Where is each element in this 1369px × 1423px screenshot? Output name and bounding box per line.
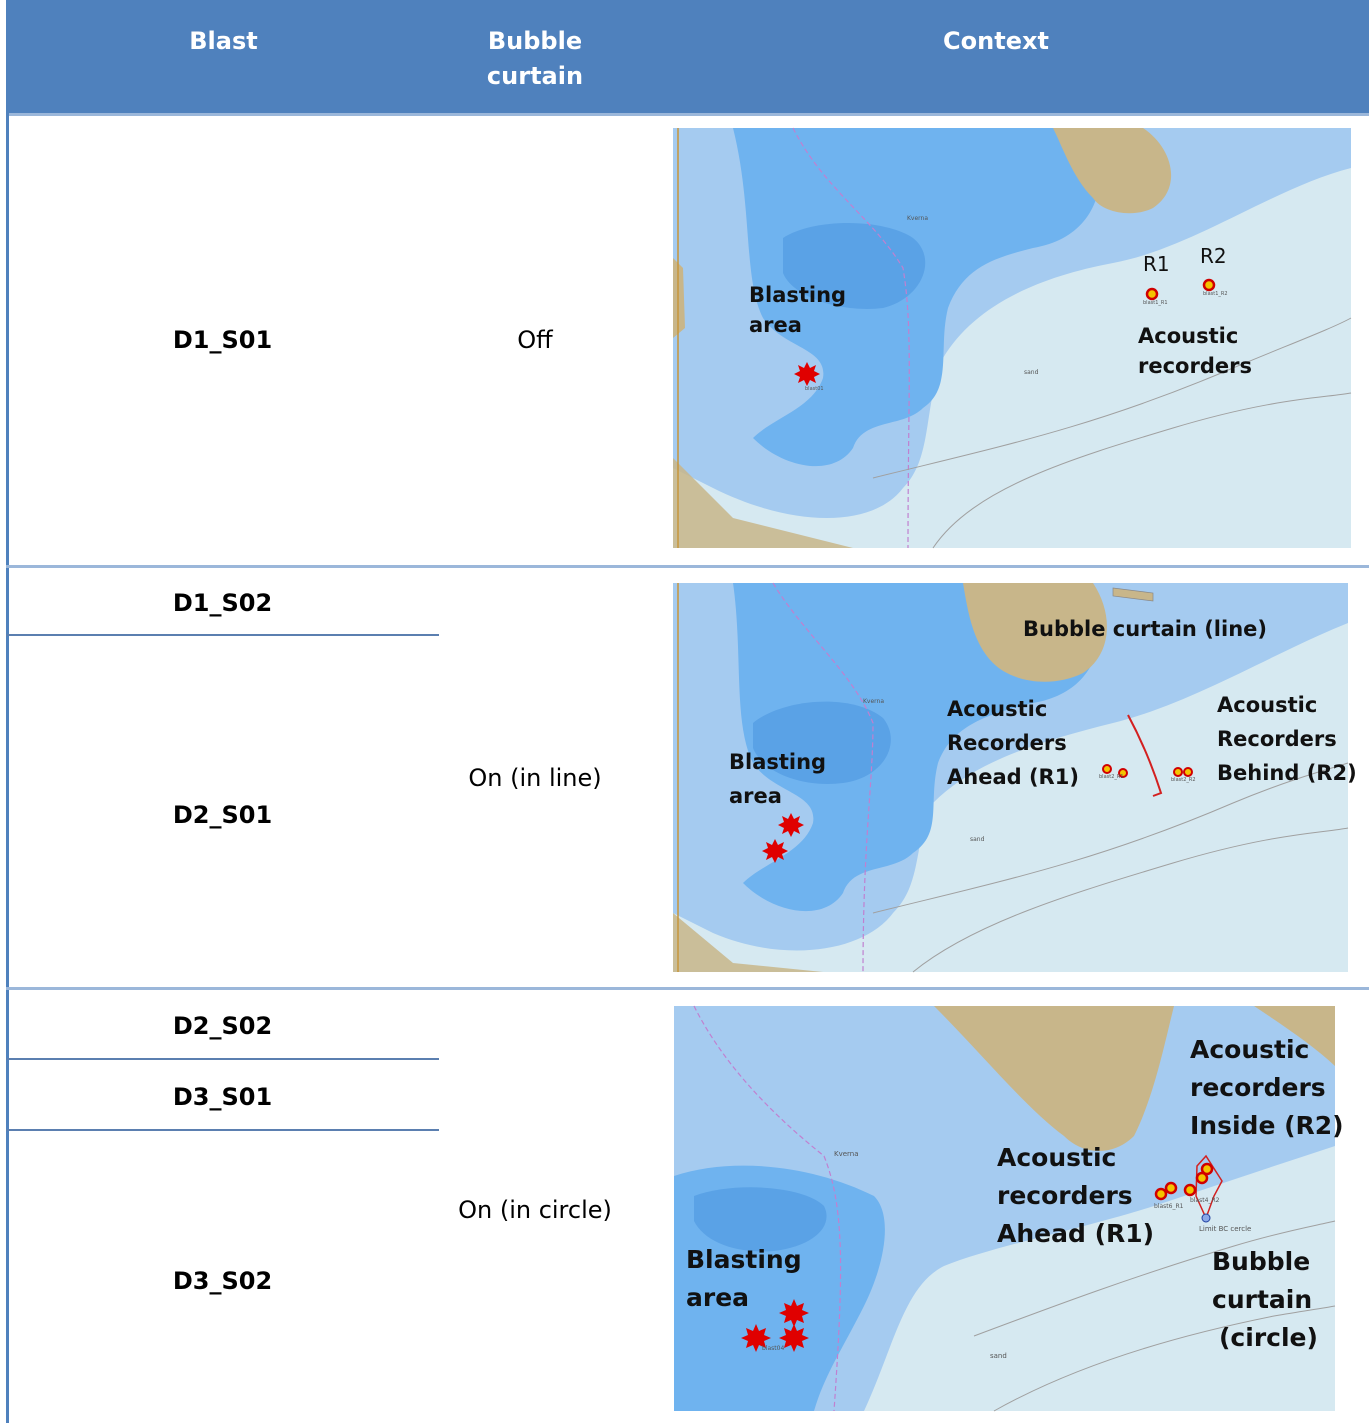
recorder-marker: [1202, 278, 1216, 292]
recorder-marker: [1183, 1183, 1197, 1197]
map-label: Recorders: [947, 731, 1067, 755]
map-small-label: blast6_R1: [1154, 1203, 1184, 1210]
map-label: Ahead (R1): [997, 1219, 1154, 1248]
blast-separator: [6, 1058, 439, 1060]
map-label: recorders: [1138, 354, 1252, 378]
header-context: Context: [943, 27, 1049, 55]
map-small-label: Kverna: [863, 698, 884, 705]
blast-marker-icon: [741, 1324, 771, 1352]
map-label: Bubble: [1212, 1247, 1310, 1276]
map-label: area: [729, 784, 782, 808]
row-separator: [6, 565, 1369, 568]
recorder-marker: [1164, 1181, 1178, 1195]
blast-id: D3_S01: [172, 1083, 273, 1111]
header-blast: Blast: [189, 27, 258, 55]
map-label: recorders: [1190, 1073, 1326, 1102]
recorder-marker: [1145, 287, 1159, 301]
row-separator: [6, 987, 1369, 990]
map-label: Acoustic: [947, 697, 1047, 721]
recorder-marker: [1102, 764, 1112, 774]
blast-id: D2_S01: [172, 801, 273, 829]
recorder-marker: [1173, 767, 1183, 777]
recorder-marker: [1195, 1171, 1209, 1185]
header-bubble-line1: Bubble: [487, 27, 583, 55]
map-label: Bubble curtain (line): [1023, 617, 1267, 641]
map-small-label: Limit BC cercle: [1199, 1225, 1251, 1233]
context-map-2: Bubble curtain (line) Acoustic Recorders…: [673, 582, 1357, 973]
blast-id: D2_S02: [172, 1012, 273, 1040]
map-label: Behind (R2): [1217, 761, 1357, 785]
map-label: Acoustic: [1190, 1035, 1309, 1064]
map-small-label: sand: [970, 836, 985, 843]
blast-marker-icon: [762, 839, 788, 863]
map-label: area: [686, 1283, 749, 1312]
map-small-label: blast1_R1: [1143, 300, 1168, 306]
blast-id: D1_S02: [172, 589, 273, 617]
header-bubble-line2: curtain: [486, 62, 584, 90]
recorder-marker: [1118, 768, 1128, 778]
blast-marker-icon: [794, 362, 820, 386]
map-label: R1: [1143, 252, 1170, 276]
context-map-3: Acoustic recorders Inside (R2) Acoustic …: [674, 1005, 1344, 1412]
recorder-marker: [1154, 1187, 1168, 1201]
blast-id: D3_S02: [172, 1267, 273, 1295]
map-small-label: Kverna: [907, 215, 928, 222]
bubble-curtain-status: Off: [517, 326, 553, 354]
blast-marker-icon: [779, 1299, 809, 1327]
recorder-marker: [1200, 1162, 1214, 1176]
map-label: Blasting: [729, 750, 826, 774]
map-label: area: [749, 313, 802, 337]
recorder-marker: [1183, 767, 1193, 777]
map-label: Acoustic: [1138, 324, 1238, 348]
table-left-border: [6, 0, 9, 1423]
header-bubble-curtain: Bubble curtain: [450, 24, 620, 94]
blast-marker-icon: [779, 1324, 809, 1352]
map-label: Ahead (R1): [947, 765, 1079, 789]
map-label: Blasting: [749, 283, 846, 307]
map-label: Inside (R2): [1190, 1111, 1344, 1140]
map-label: Blasting: [686, 1245, 802, 1274]
map-small-label: Kverna: [834, 1150, 859, 1158]
map-small-label: blast2_R1: [1099, 774, 1124, 780]
map-label: recorders: [997, 1181, 1133, 1210]
bubble-curtain-status: On (in line): [468, 764, 602, 792]
map-small-label: blast2_R2: [1171, 777, 1196, 783]
map-label: (circle): [1219, 1323, 1318, 1352]
map-label: Acoustic: [997, 1143, 1116, 1172]
blast-marker-icon: [778, 813, 804, 837]
blast-id: D1_S01: [172, 326, 273, 354]
limit-marker-icon: [1201, 1213, 1211, 1223]
bubble-curtain-status: On (in circle): [458, 1196, 612, 1224]
map-small-label: blast1_R2: [1203, 291, 1228, 297]
map-label: Recorders: [1217, 727, 1337, 751]
map-small-label: sand: [990, 1352, 1007, 1360]
map-small-label: blast04: [762, 1345, 784, 1352]
map-small-label: blast01: [805, 386, 824, 392]
blast-separator: [6, 634, 439, 636]
blast-separator: [6, 1129, 439, 1131]
map-small-label: sand: [1024, 369, 1039, 376]
context-map-1: Blasting area Acoustic recorders R1 R2 b…: [673, 127, 1352, 549]
map-label: curtain: [1212, 1285, 1312, 1314]
map-label: R2: [1200, 244, 1227, 268]
map-small-label: blast4_R2: [1190, 1197, 1220, 1204]
map-label: Acoustic: [1217, 693, 1317, 717]
table-header: Blast Bubble curtain Context: [6, 0, 1369, 116]
